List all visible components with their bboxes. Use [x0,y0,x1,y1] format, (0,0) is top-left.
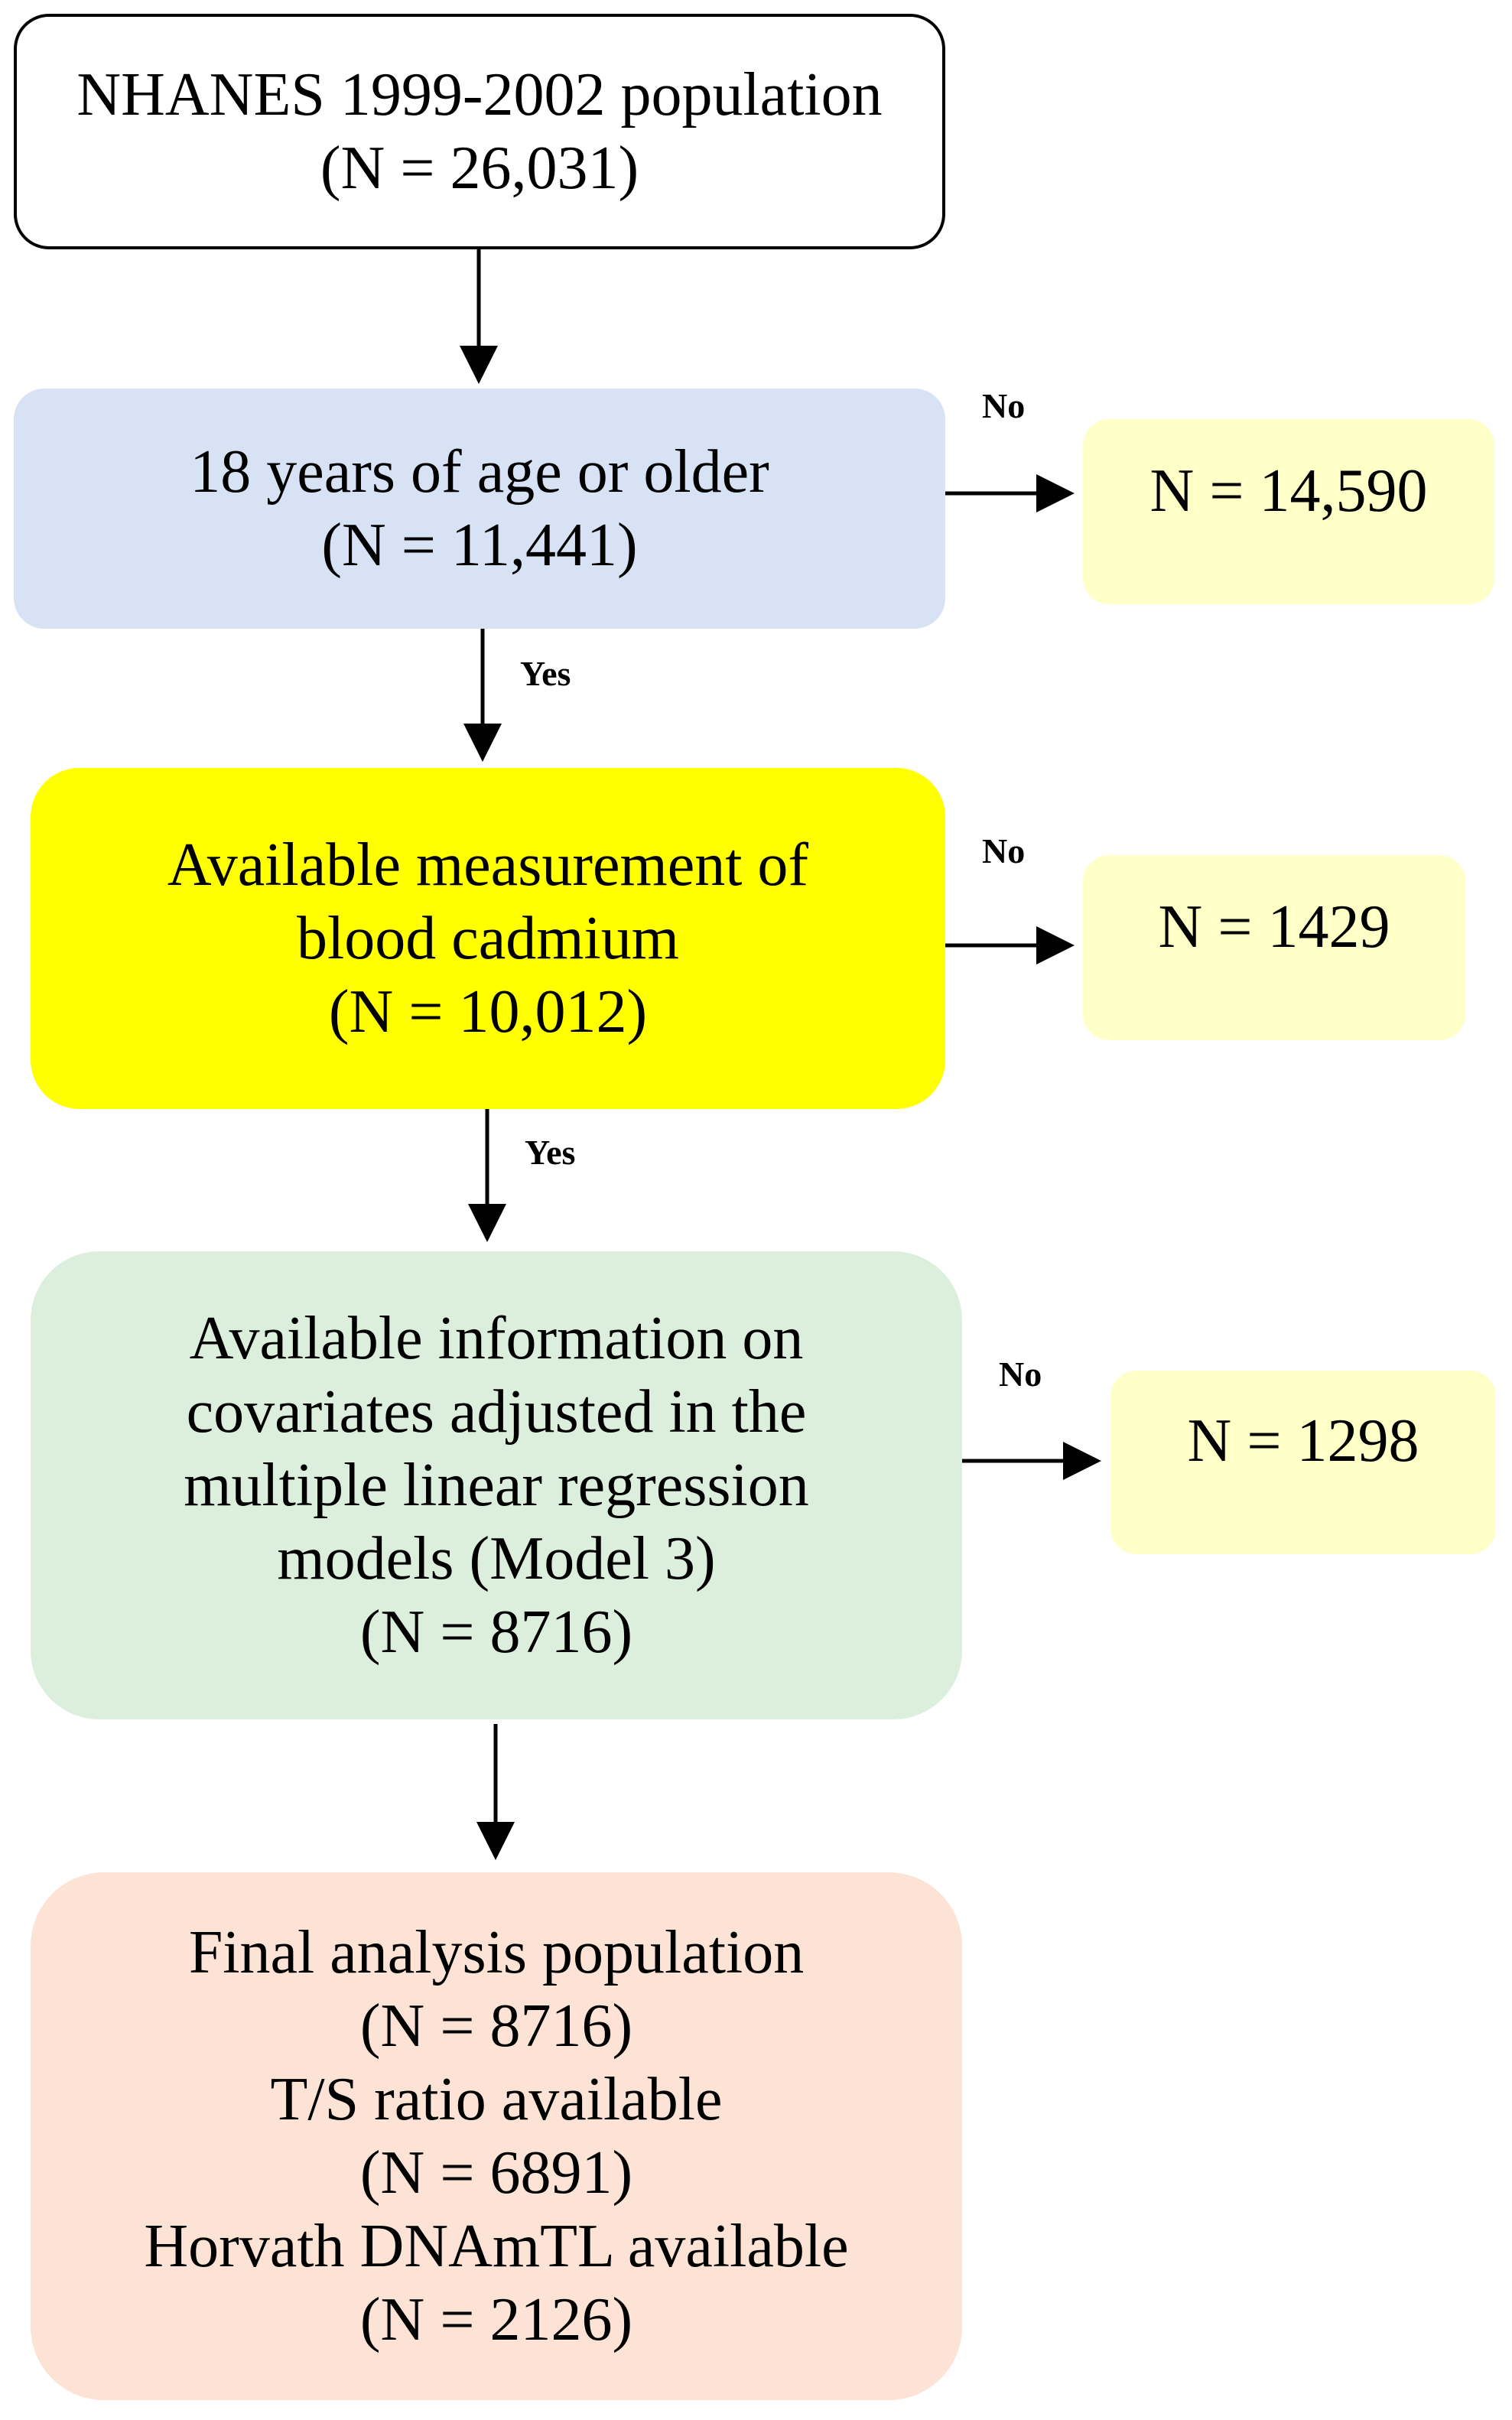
covariates-box-line: (N = 8716) [359,1599,633,1666]
cadmium-box-line: (N = 10,012) [328,978,648,1046]
age-excluded-count: N = 14,590 [1149,457,1428,525]
yes-label-age: Yes [520,654,571,693]
cadmium-box-line: Available measurement of [167,831,809,899]
covariates-excluded-box: N = 1298 [1110,1371,1496,1554]
age-excluded-box: N = 14,590 [1083,419,1494,604]
covariates-box-line: models (Model 3) [277,1525,716,1592]
covariates-box-line: covariates adjusted in the [186,1378,807,1446]
final-box-line: Horvath DNAmTL available [144,2213,849,2280]
covariates-box-line: Available information on [189,1305,804,1372]
covariates-excluded-count: N = 1298 [1187,1407,1419,1475]
yes-label-cadmium: Yes [525,1133,576,1172]
start-box-line: NHANES 1999-2002 population [76,61,883,128]
cadmium-box-line: blood cadmium [297,905,679,972]
no-label-cadmium: No [982,831,1026,870]
final-box-line: T/S ratio available [270,2066,723,2133]
final-box-line: (N = 8716) [359,1992,633,2060]
final-box-line: Final analysis population [188,1919,805,1986]
covariates-criterion-box: Available information on covariates adju… [31,1251,962,1719]
final-box-line: (N = 6891) [359,2139,633,2207]
age-box-line: 18 years of age or older [190,438,769,506]
start-box: NHANES 1999-2002 population (N = 26,031) [14,14,945,249]
final-population-box: Final analysis population (N = 8716) T/S… [31,1872,962,2400]
final-box-line: (N = 2126) [359,2286,633,2353]
no-label-covariates: No [999,1355,1042,1394]
cadmium-excluded-count: N = 1429 [1158,893,1390,961]
age-criterion-box: 18 years of age or older (N = 11,441) [14,389,945,629]
start-box-line: (N = 26,031) [320,135,639,202]
cadmium-excluded-box: N = 1429 [1083,855,1465,1040]
age-box-line: (N = 11,441) [321,512,638,579]
covariates-box-line: multiple linear regression [184,1452,809,1519]
no-label-age: No [982,386,1026,425]
cadmium-criterion-box: Available measurement of blood cadmium (… [31,768,945,1109]
